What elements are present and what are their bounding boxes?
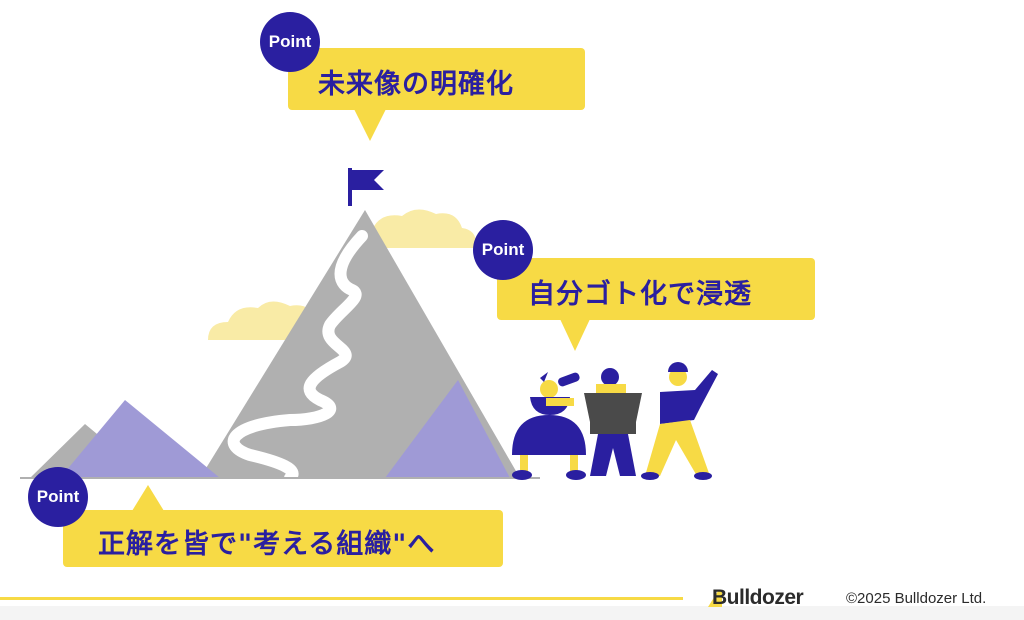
footer-band [0,606,1024,620]
bulldozer-logo-icon [708,591,722,607]
callout-tail [132,485,164,511]
callout-text: 自分ゴト化で浸透 [528,279,752,310]
ground-line [20,477,540,479]
callout-text: 未来像の明確化 [318,69,514,100]
callout-ownership [497,258,815,320]
point-badge: Point [260,12,320,72]
winding-path [227,230,368,484]
mountain-lavender-right [385,380,510,478]
callout-future-vision [288,48,585,110]
copyright: ©2025 Bulldozer Ltd. [846,590,987,607]
person-map [584,368,642,476]
flag-icon [352,170,384,190]
footer-divider [0,597,683,600]
point-badge: Point [28,467,88,527]
person-telescope [512,372,586,480]
callout-tail [560,319,590,351]
cloud-right [353,209,477,248]
callout-tail [354,109,386,141]
person-pointing [641,362,718,480]
mountain-lavender-left [60,400,220,478]
bulldozer-logo: Bulldozer [712,586,804,609]
point-badge: Point [473,220,533,280]
callout-text: 正解を皆で"考える組織"へ [98,529,436,560]
callout-thinking-org [63,510,503,567]
flag-pole [348,168,352,206]
